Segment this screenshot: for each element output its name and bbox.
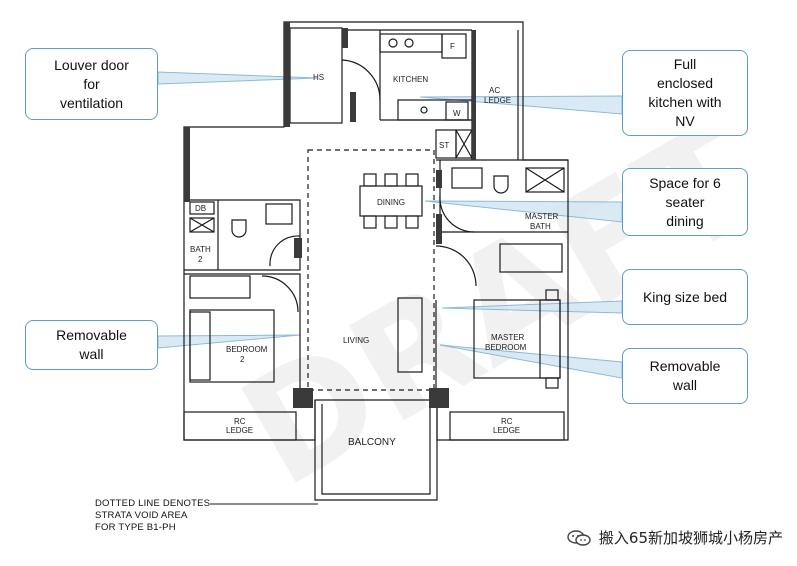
master-shower <box>525 167 565 193</box>
leader-king <box>441 300 623 314</box>
label-bath2: BATH <box>190 245 211 254</box>
label-ac: AC <box>489 86 500 95</box>
leader-dining <box>424 200 623 223</box>
leader-kitchen <box>419 95 623 115</box>
balcony-walls <box>314 400 438 501</box>
washer <box>445 101 469 121</box>
wardrobe-left <box>189 275 251 299</box>
wardrobe-right <box>499 243 563 273</box>
bath2-door-arc <box>269 235 301 267</box>
label-master-bath-2: BATH <box>530 222 551 231</box>
label-bedroom2: BEDROOM <box>226 345 268 354</box>
callout-king-bed: King size bed <box>622 269 748 325</box>
sink-counter <box>397 99 473 121</box>
bedroom2-door-arc <box>261 275 299 313</box>
kitchen-walls <box>342 29 473 160</box>
label-rc-left-ledge: LEDGE <box>226 426 253 435</box>
label-rc-left: RC <box>234 417 246 426</box>
rc-ledge-right <box>449 411 565 441</box>
strata-void-dotted <box>307 149 435 391</box>
bath2-walls <box>184 199 301 271</box>
label-store: ST <box>439 141 449 150</box>
label-dining: DINING <box>377 198 405 207</box>
label-fridge: F <box>450 42 455 51</box>
thick-walls <box>184 22 476 408</box>
bath2-toilet <box>231 219 247 238</box>
label-bath2-num: 2 <box>198 255 203 264</box>
ac-ledge-wall <box>474 30 519 160</box>
leader-removable-left <box>157 334 301 349</box>
label-master-bath-1: MASTER <box>525 212 559 221</box>
kitchen-door-arc <box>341 59 381 101</box>
master-toilet <box>493 175 509 194</box>
leader-louver <box>157 71 319 85</box>
label-hs: HS <box>313 73 324 82</box>
label-rc-right-ledge: LEDGE <box>493 426 520 435</box>
tv-console <box>397 297 423 373</box>
wechat-icon <box>567 529 591 546</box>
bath2-basin <box>265 203 293 225</box>
footer-text: 搬入65新加坡狮城小杨房产 <box>598 529 783 547</box>
label-living: LIVING <box>343 336 369 345</box>
master-door-arc <box>435 245 477 287</box>
master-bath-door-arc <box>439 195 475 233</box>
bedroom2-walls <box>184 273 301 400</box>
footer-account: 搬入65新加坡狮城小杨房产 <box>567 527 783 548</box>
label-kitchen: KITCHEN <box>393 75 428 84</box>
rc-ledge-left <box>183 411 297 441</box>
outer-wall <box>183 21 569 441</box>
label-bedroom2-num: 2 <box>240 355 245 364</box>
label-db: DB <box>195 204 206 213</box>
label-washer: W <box>453 109 461 118</box>
db <box>189 201 215 215</box>
master-basin <box>451 167 483 189</box>
label-ac-ledge: LEDGE <box>484 96 511 105</box>
label-balcony: BALCONY <box>348 437 396 448</box>
callout-leaders <box>157 71 623 379</box>
strata-void-note: DOTTED LINE DENOTES STRATA VOID AREA FOR… <box>95 498 211 533</box>
leader-removable-right <box>439 344 623 379</box>
label-master-bedroom-1: MASTER <box>491 333 525 342</box>
label-rc-right: RC <box>501 417 513 426</box>
fridge <box>441 33 467 59</box>
label-master-bedroom-2: BEDROOM <box>485 343 527 352</box>
